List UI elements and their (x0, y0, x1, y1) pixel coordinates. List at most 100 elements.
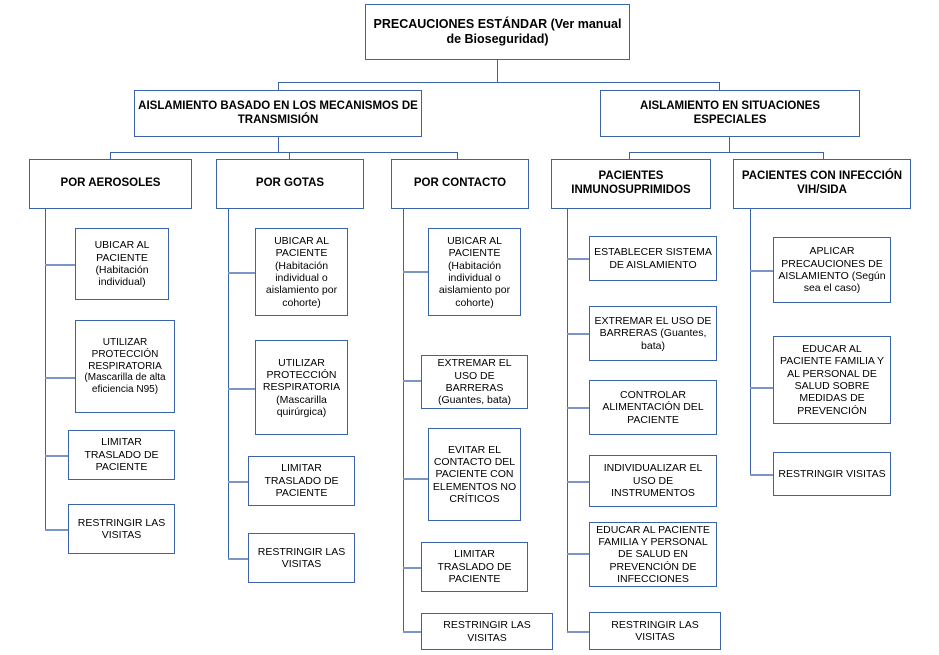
leaf-node-inmuno-2-label: EXTREMAR EL USO DE BARRERAS (Guantes, ba… (594, 314, 712, 352)
leaf-node-aerosoles-1[interactable]: UBICAR AL PACIENTE (Habitación individua… (75, 228, 169, 300)
leaf-node-contacto-2-label: EXTREMAR EL USO DE BARRERAS (Guantes, ba… (437, 357, 512, 407)
leaf-node-inmuno-2[interactable]: EXTREMAR EL USO DE BARRERAS (Guantes, ba… (589, 306, 717, 361)
leaf-node-inmuno-4[interactable]: INDIVIDUALIZAR EL USO DE INSTRUMENTOS (589, 455, 717, 507)
level2-node-transmision-label: AISLAMIENTO BASADO EN LOS MECANISMOS DE … (138, 99, 418, 126)
stub-aerosoles-2 (45, 377, 75, 379)
leaf-node-aerosoles-2-label: UTILIZAR PROTECCIÓN RESPIRATORIA (Mascar… (84, 337, 166, 396)
leaf-node-vih-1[interactable]: APLICAR PRECAUCIONES DE AISLAMIENTO (Seg… (773, 237, 891, 303)
stub-aerosoles-3 (45, 455, 75, 457)
leaf-node-inmuno-4-label: INDIVIDUALIZAR EL USO DE INSTRUMENTOS (603, 462, 703, 500)
connector-transmision-down (278, 137, 279, 152)
connector-transmision-bus (110, 152, 457, 153)
trunk-inmunosuprimidos (567, 209, 568, 631)
stub-contacto-2 (403, 380, 428, 382)
leaf-node-inmuno-3[interactable]: CONTROLAR ALIMENTACIÓN DEL PACIENTE (589, 380, 717, 435)
stub-gotas-4 (228, 558, 255, 560)
stub-contacto-5 (403, 631, 428, 633)
category-node-vihsida[interactable]: PACIENTES CON INFECCIÓN VIH/SIDA (733, 159, 911, 209)
connector-aerosoles-drop (110, 152, 111, 161)
leaf-node-vih-2[interactable]: EDUCAR AL PACIENTE FAMILIA Y AL PERSONAL… (773, 336, 891, 424)
stub-gotas-1 (228, 272, 255, 274)
connector-inmunosuprimidos-drop (629, 152, 630, 161)
leaf-node-gotas-4-label: RESTRINGIR LAS VISITAS (257, 545, 346, 570)
leaf-node-vih-3[interactable]: RESTRINGIR VISITAS (773, 452, 891, 496)
stub-aerosoles-4 (45, 529, 75, 531)
leaf-node-contacto-1[interactable]: UBICAR AL PACIENTE (Habitación individua… (428, 228, 521, 316)
stub-gotas-2 (228, 388, 255, 390)
trunk-contacto (403, 209, 404, 631)
leaf-node-gotas-3[interactable]: LIMITAR TRASLADO DE PACIENTE (248, 456, 355, 506)
stub-gotas-3 (228, 481, 255, 483)
connector-level2-left-drop (278, 82, 279, 90)
category-node-gotas[interactable]: POR GOTAS (216, 159, 364, 209)
connector-vihsida-drop (823, 152, 824, 161)
connector-especiales-bus (629, 152, 823, 153)
leaf-node-aerosoles-1-label: UBICAR AL PACIENTE (Habitación individua… (94, 239, 150, 289)
stub-vih-2 (750, 387, 773, 389)
connector-gotas-drop (289, 152, 290, 161)
stub-inmuno-2 (567, 333, 589, 335)
category-node-inmunosuprimidos[interactable]: PACIENTES INMUNOSUPRIMIDOS (551, 159, 711, 209)
connector-level2-bus (278, 82, 719, 83)
leaf-node-aerosoles-4-label: RESTRINGIR LAS VISITAS (77, 516, 166, 541)
leaf-node-inmuno-5-label: EDUCAR AL PACIENTE FAMILIA Y PERSONAL DE… (596, 523, 710, 586)
leaf-node-inmuno-6[interactable]: RESTRINGIR LAS VISITAS (589, 612, 721, 650)
stub-vih-1 (750, 270, 773, 272)
trunk-vihsida (750, 209, 751, 474)
stub-inmuno-3 (567, 407, 589, 409)
leaf-node-contacto-4-label: LIMITAR TRASLADO DE PACIENTE (437, 548, 512, 586)
leaf-node-contacto-3-label: EVITAR EL CONTACTO DEL PACIENTE CON ELEM… (432, 443, 517, 506)
stub-contacto-4 (403, 567, 428, 569)
stub-aerosoles-1 (45, 264, 75, 266)
connector-contacto-drop (457, 152, 458, 161)
leaf-node-gotas-3-label: LIMITAR TRASLADO DE PACIENTE (264, 462, 339, 500)
stub-inmuno-4 (567, 481, 589, 483)
leaf-node-aerosoles-3[interactable]: LIMITAR TRASLADO DE PACIENTE (68, 430, 175, 480)
root-node-label: PRECAUCIONES ESTÁNDAR (Ver manual de Bio… (373, 17, 622, 46)
leaf-node-aerosoles-2[interactable]: UTILIZAR PROTECCIÓN RESPIRATORIA (Mascar… (75, 320, 175, 413)
category-node-aerosoles[interactable]: POR AEROSOLES (29, 159, 192, 209)
trunk-aerosoles (45, 209, 46, 529)
leaf-node-inmuno-6-label: RESTRINGIR LAS VISITAS (611, 618, 699, 643)
leaf-node-inmuno-1[interactable]: ESTABLECER SISTEMA DE AISLAMIENTO (589, 236, 717, 281)
level2-node-especiales[interactable]: AISLAMIENTO EN SITUACIONES ESPECIALES (600, 90, 860, 137)
leaf-node-contacto-1-label: UBICAR AL PACIENTE (Habitación individua… (438, 234, 511, 309)
leaf-node-contacto-3[interactable]: EVITAR EL CONTACTO DEL PACIENTE CON ELEM… (428, 428, 521, 521)
connector-especiales-down (729, 137, 730, 152)
leaf-node-contacto-5[interactable]: RESTRINGIR LAS VISITAS (421, 613, 553, 650)
leaf-node-contacto-4[interactable]: LIMITAR TRASLADO DE PACIENTE (421, 542, 528, 592)
leaf-node-contacto-2[interactable]: EXTREMAR EL USO DE BARRERAS (Guantes, ba… (421, 355, 528, 409)
leaf-node-vih-3-label: RESTRINGIR VISITAS (778, 467, 886, 480)
root-node[interactable]: PRECAUCIONES ESTÁNDAR (Ver manual de Bio… (365, 4, 630, 60)
leaf-node-inmuno-1-label: ESTABLECER SISTEMA DE AISLAMIENTO (594, 246, 712, 271)
leaf-node-gotas-4[interactable]: RESTRINGIR LAS VISITAS (248, 533, 355, 583)
level2-node-transmision[interactable]: AISLAMIENTO BASADO EN LOS MECANISMOS DE … (134, 90, 422, 137)
leaf-node-aerosoles-4[interactable]: RESTRINGIR LAS VISITAS (68, 504, 175, 554)
trunk-gotas (228, 209, 229, 558)
stub-contacto-3 (403, 478, 428, 480)
category-node-vihsida-label: PACIENTES CON INFECCIÓN VIH/SIDA (741, 170, 903, 196)
stub-inmuno-5 (567, 553, 589, 555)
category-node-aerosoles-label: POR AEROSOLES (60, 177, 161, 190)
leaf-node-inmuno-5[interactable]: EDUCAR AL PACIENTE FAMILIA Y PERSONAL DE… (589, 522, 717, 587)
leaf-node-gotas-2[interactable]: UTILIZAR PROTECCIÓN RESPIRATORIA (Mascar… (255, 340, 348, 435)
stub-vih-3 (750, 474, 773, 476)
connector-root-down (497, 60, 498, 82)
stub-contacto-1 (403, 271, 428, 273)
category-node-gotas-label: POR GOTAS (255, 177, 325, 190)
leaf-node-inmuno-3-label: CONTROLAR ALIMENTACIÓN DEL PACIENTE (602, 388, 704, 426)
level2-node-especiales-label: AISLAMIENTO EN SITUACIONES ESPECIALES (640, 99, 820, 126)
leaf-node-contacto-5-label: RESTRINGIR LAS VISITAS (443, 619, 531, 644)
leaf-node-gotas-1[interactable]: UBICAR AL PACIENTE (Habitación individua… (255, 228, 348, 316)
stub-inmuno-6 (567, 631, 589, 633)
leaf-node-gotas-1-label: UBICAR AL PACIENTE (Habitación individua… (265, 234, 338, 309)
category-node-contacto-label: POR CONTACTO (413, 177, 507, 190)
stub-inmuno-1 (567, 258, 589, 260)
leaf-node-vih-2-label: EDUCAR AL PACIENTE FAMILIA Y AL PERSONAL… (779, 342, 885, 417)
leaf-node-aerosoles-3-label: LIMITAR TRASLADO DE PACIENTE (84, 436, 159, 474)
category-node-contacto[interactable]: POR CONTACTO (391, 159, 529, 209)
leaf-node-vih-1-label: APLICAR PRECAUCIONES DE AISLAMIENTO (Seg… (778, 245, 886, 295)
connector-level2-right-drop (719, 82, 720, 90)
leaf-node-gotas-2-label: UTILIZAR PROTECCIÓN RESPIRATORIA (Mascar… (262, 356, 341, 419)
